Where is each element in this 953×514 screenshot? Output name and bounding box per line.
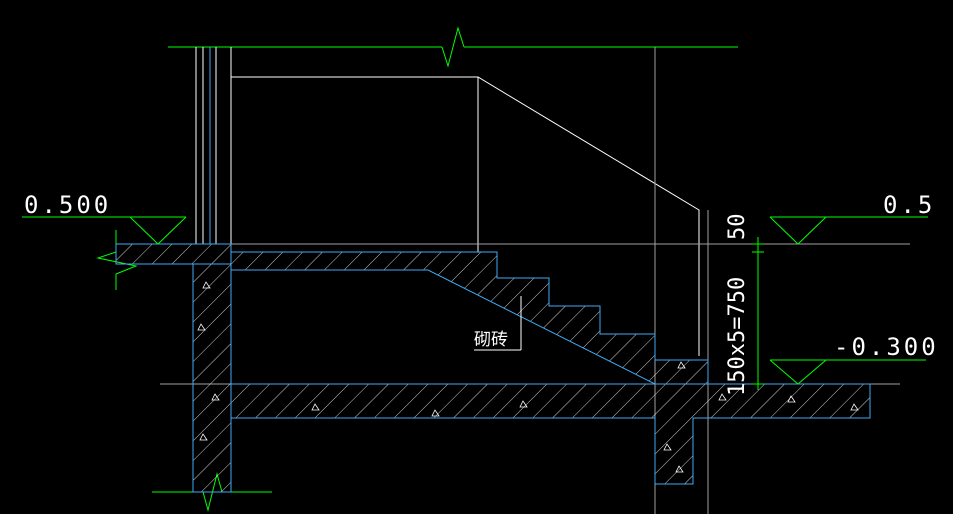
right-bottom-elevation-label: -0.300: [834, 333, 939, 361]
material-leader: [474, 296, 522, 351]
concrete-aggregate-marks: [197, 281, 859, 473]
dimension-steps-label: 150x5=750: [725, 277, 750, 396]
stair-slab: [230, 251, 709, 385]
right-bottom-elevation-marker: [769, 359, 926, 385]
right-top-elevation-label: 0.5: [883, 191, 935, 219]
step-lines: [496, 252, 656, 360]
top-break-line: [168, 26, 738, 68]
vertical-dimension-line: [752, 237, 764, 390]
left-wall-section: [192, 263, 232, 493]
left-elevation-label: 0.500: [24, 191, 111, 219]
parapet-outline: [231, 76, 700, 356]
right-top-elevation-marker: [769, 216, 928, 245]
material-annotation: 砌砖: [474, 330, 508, 350]
lower-floor-slab: [230, 383, 871, 485]
dimension-top-label: 50: [725, 214, 750, 241]
left-elevation-marker: [22, 216, 187, 245]
upper-wall-lines: [195, 47, 232, 244]
upper-landing-slab: [115, 243, 232, 265]
